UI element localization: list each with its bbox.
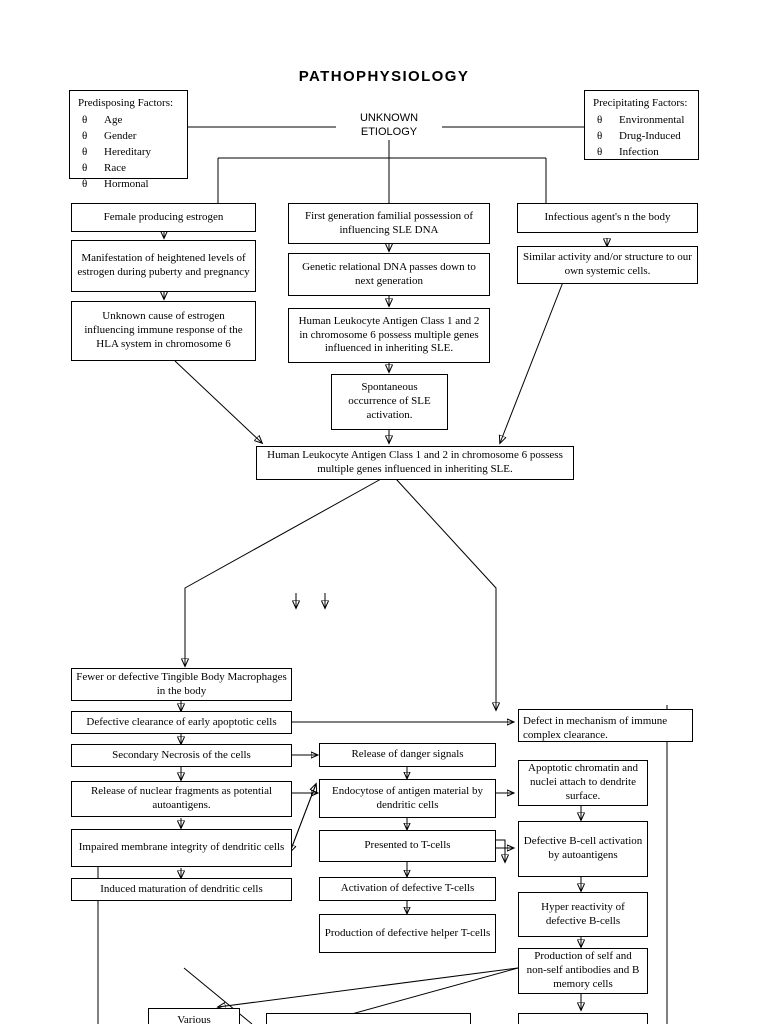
theta-bullet-icon: θ bbox=[597, 113, 603, 126]
theta-bullet-icon: θ bbox=[82, 145, 88, 158]
etiology-line-1: UNKNOWN bbox=[359, 112, 419, 124]
theta-bullet-icon: θ bbox=[82, 113, 88, 126]
page-title: PATHOPHYSIOLOGY bbox=[298, 68, 470, 85]
node-production-defective-helper-t-cells: Production of defective helper T-cells bbox=[319, 914, 496, 953]
etiology-line-2: ETIOLOGY bbox=[360, 125, 418, 138]
theta-bullet-icon: θ bbox=[82, 129, 88, 142]
node-hla-upper: Human Leukocyte Antigen Class 1 and 2 in… bbox=[288, 308, 490, 363]
node-first-generation-familial: First generation familial possession of … bbox=[288, 203, 490, 244]
node-impaired-membrane-integrity: Impaired membrane integrity of dendritic… bbox=[71, 829, 292, 867]
node-presented-to-t-cells: Presented to T-cells bbox=[319, 830, 496, 862]
theta-bullet-icon: θ bbox=[82, 177, 88, 190]
node-endocytose-antigen-material: Endocytose of antigen material by dendri… bbox=[319, 779, 496, 818]
precipitating-factors-heading: Precipitating Factors: bbox=[593, 97, 688, 109]
predisposing-factors-heading: Predisposing Factors: bbox=[78, 97, 174, 109]
node-bottom-right-clipped bbox=[518, 1013, 648, 1024]
node-release-danger-signals: Release of danger signals bbox=[319, 743, 496, 767]
node-hyper-reactivity-b-cells: Hyper reactivity of defective B-cells bbox=[518, 892, 648, 937]
node-genetic-relational-dna: Genetic relational DNA passes down to ne… bbox=[288, 253, 490, 296]
node-unknown-cause-of-estrogen: Unknown cause of estrogen influencing im… bbox=[71, 301, 256, 361]
node-defective-b-cell-activation: Defective B-cell activation by autoantig… bbox=[518, 821, 648, 877]
theta-bullet-icon: θ bbox=[597, 145, 603, 158]
node-various-clipped: Various bbox=[148, 1008, 240, 1024]
node-activation-defective-t-cells: Activation of defective T-cells bbox=[319, 877, 496, 901]
node-release-nuclear-fragments: Release of nuclear fragments as potentia… bbox=[71, 781, 292, 817]
node-fewer-defective-macrophages: Fewer or defective Tingible Body Macroph… bbox=[71, 668, 292, 701]
node-defective-clearance: Defective clearance of early apoptotic c… bbox=[71, 711, 292, 734]
unknown-etiology-label: UNKNOWN ETIOLOGY bbox=[336, 112, 442, 140]
node-defect-in-mechanism: Defect in mechanism of immune complex cl… bbox=[518, 709, 693, 742]
node-infectious-agent: Infectious agent's n the body bbox=[517, 203, 698, 233]
theta-bullet-icon: θ bbox=[82, 161, 88, 174]
node-similar-activity: Similar activity and/or structure to our… bbox=[517, 246, 698, 284]
node-apoptotic-chromatin: Apoptotic chromatin and nuclei attach to… bbox=[518, 760, 648, 806]
node-secondary-necrosis: Secondary Necrosis of the cells bbox=[71, 744, 292, 767]
node-female-producing-estrogen: Female producing estrogen bbox=[71, 203, 256, 232]
node-induced-maturation: Induced maturation of dendritic cells bbox=[71, 878, 292, 901]
theta-bullet-icon: θ bbox=[597, 129, 603, 142]
node-bottom-middle-clipped bbox=[266, 1013, 471, 1024]
node-hla-center: Human Leukocyte Antigen Class 1 and 2 in… bbox=[256, 446, 574, 480]
node-manifestation-of-heightened-estrogen: Manifestation of heightened levels of es… bbox=[71, 240, 256, 292]
node-spontaneous-occurrence: Spontaneous occurrence of SLE activation… bbox=[331, 374, 448, 430]
node-production-antibodies: Production of self and non-self antibodi… bbox=[518, 948, 648, 994]
